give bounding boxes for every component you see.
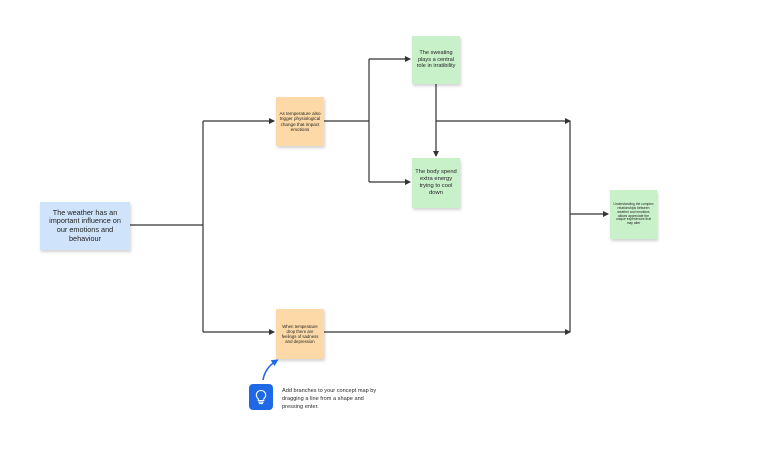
tip-curved-arrow — [262, 359, 279, 381]
sticky-note-physiological-change[interactable]: As temperature also trigger physiologica… — [276, 97, 324, 146]
tip-text: Add branches to your concept map by drag… — [282, 388, 377, 411]
sticky-note-body-energy[interactable]: The body spend extra energy trying to co… — [412, 158, 460, 208]
sticky-note-body-energy-text: The body spend extra energy trying to co… — [415, 169, 457, 196]
sticky-note-understanding[interactable]: Understanding the complex relationships … — [610, 190, 657, 239]
lightbulb-icon — [249, 384, 273, 410]
sticky-note-temperature-drop-text: When temperature drop there are feelings… — [281, 323, 319, 345]
sticky-note-sweating[interactable]: The sweating plays a central role in irr… — [412, 36, 460, 84]
sticky-note-sweating-text: The sweating plays a central role in irr… — [416, 49, 456, 70]
sticky-note-main-idea[interactable]: The weather has an important influence o… — [40, 202, 130, 250]
sticky-note-main-idea-text: The weather has an important influence o… — [49, 207, 121, 243]
sticky-note-understanding-text: Understanding the complex relationships … — [613, 201, 654, 226]
sticky-note-physiological-change-text: As temperature also trigger physiologica… — [279, 110, 321, 133]
sticky-note-temperature-drop[interactable]: When temperature drop there are feelings… — [276, 309, 324, 359]
